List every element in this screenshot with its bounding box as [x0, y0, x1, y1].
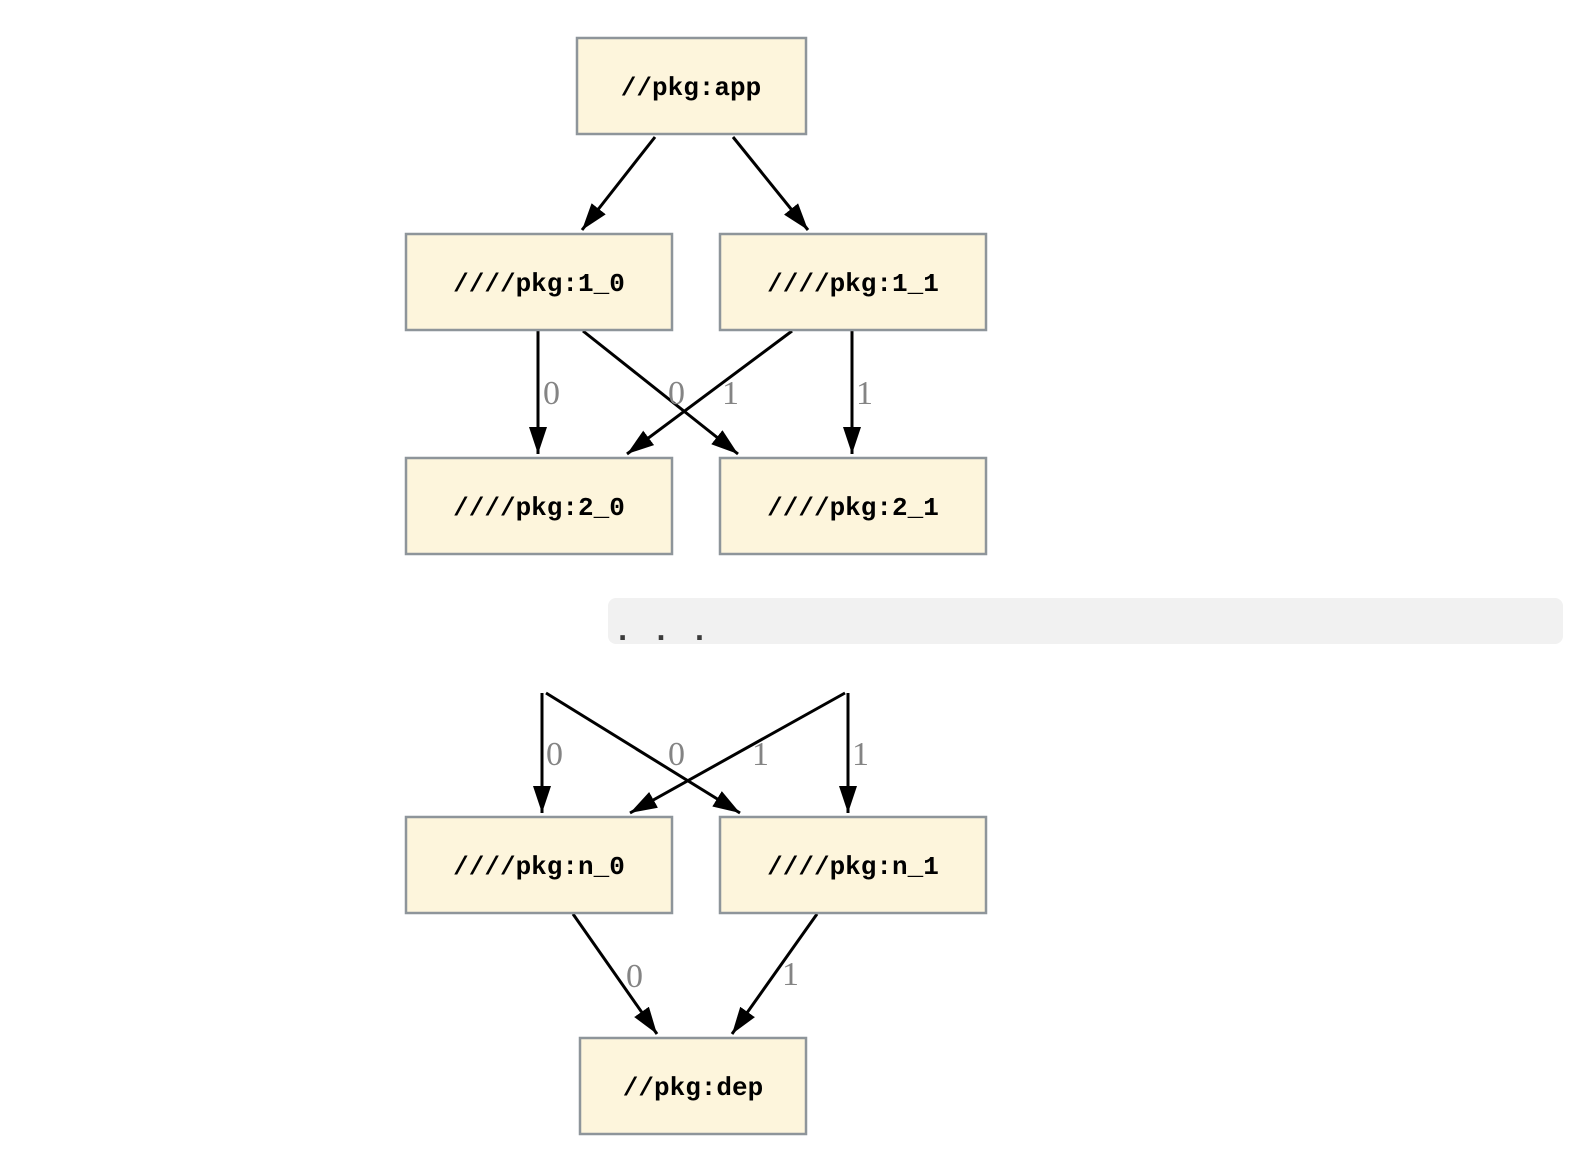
- edge-1_0-to-2_1: [582, 329, 739, 456]
- node-label-1_1: ////pkg:1_1: [767, 269, 939, 299]
- node-n_0: ////pkg:n_0: [404, 815, 674, 915]
- edge-label-hidden1-n_0: 0: [668, 736, 685, 773]
- edge-label-n_0-dep: 0: [626, 958, 643, 995]
- node-label-n_1: ////pkg:n_1: [767, 852, 939, 882]
- edge-hidden0-to-n_1: [545, 691, 741, 815]
- ellipsis-bar: [608, 598, 1563, 644]
- node-dep: //pkg:dep: [578, 1036, 808, 1136]
- node-label-2_1: ////pkg:2_1: [767, 493, 939, 523]
- node-n_1: ////pkg:n_1: [718, 815, 988, 915]
- edge-hidden1-to-n_0: [629, 691, 846, 815]
- ellipsis-dots: . . .: [613, 613, 709, 650]
- edge-n_1-to-dep: [730, 913, 819, 1035]
- node-1_0: ////pkg:1_0: [404, 232, 674, 332]
- node-box-n_1: [718, 815, 988, 915]
- edge-label-hidden1-n_1: 1: [852, 736, 869, 773]
- node-app: //pkg:app: [575, 36, 808, 136]
- edge-label-hidden0-n_1: 1: [752, 736, 769, 773]
- node-box-2_0: [404, 456, 674, 556]
- edge-n_0-to-dep: [571, 913, 659, 1035]
- node-label-1_0: ////pkg:1_0: [453, 269, 625, 299]
- node-box-app: [575, 36, 808, 136]
- node-label-n_0: ////pkg:n_0: [453, 852, 625, 882]
- node-2_1: ////pkg:2_1: [718, 456, 988, 556]
- edge-label-1_1-2_1: 1: [856, 375, 873, 412]
- edge-app-to-1_1: [731, 136, 810, 231]
- edge-group: [529, 136, 861, 1035]
- edge-label-group: 0 0 1 1 0 0 1 1 0 1: [543, 375, 873, 995]
- node-group: //pkg:app ////pkg:1_0 ////pkg:1_1 ////pk…: [404, 36, 988, 1136]
- node-box-2_1: [718, 456, 988, 556]
- edge-1_1-to-2_0: [626, 329, 793, 456]
- node-label-2_0: ////pkg:2_0: [453, 493, 625, 523]
- edge-label-1_0-2_0: 0: [543, 375, 560, 412]
- ellipsis-section: . . .: [608, 598, 1563, 650]
- edge-label-n_1-dep: 1: [782, 956, 799, 993]
- edge-label-hidden0-n_0: 0: [546, 736, 563, 773]
- node-1_1: ////pkg:1_1: [718, 232, 988, 332]
- node-box-n_0: [404, 815, 674, 915]
- node-box-1_0: [404, 232, 674, 332]
- node-label-app: //pkg:app: [621, 73, 761, 103]
- node-2_0: ////pkg:2_0: [404, 456, 674, 556]
- edge-app-to-1_0: [580, 136, 657, 231]
- node-label-dep: //pkg:dep: [623, 1073, 763, 1103]
- node-box-dep: [578, 1036, 808, 1136]
- node-box-1_1: [718, 232, 988, 332]
- edge-label-1_1-2_0: 0: [668, 375, 685, 412]
- edge-label-1_0-2_1: 1: [722, 375, 739, 412]
